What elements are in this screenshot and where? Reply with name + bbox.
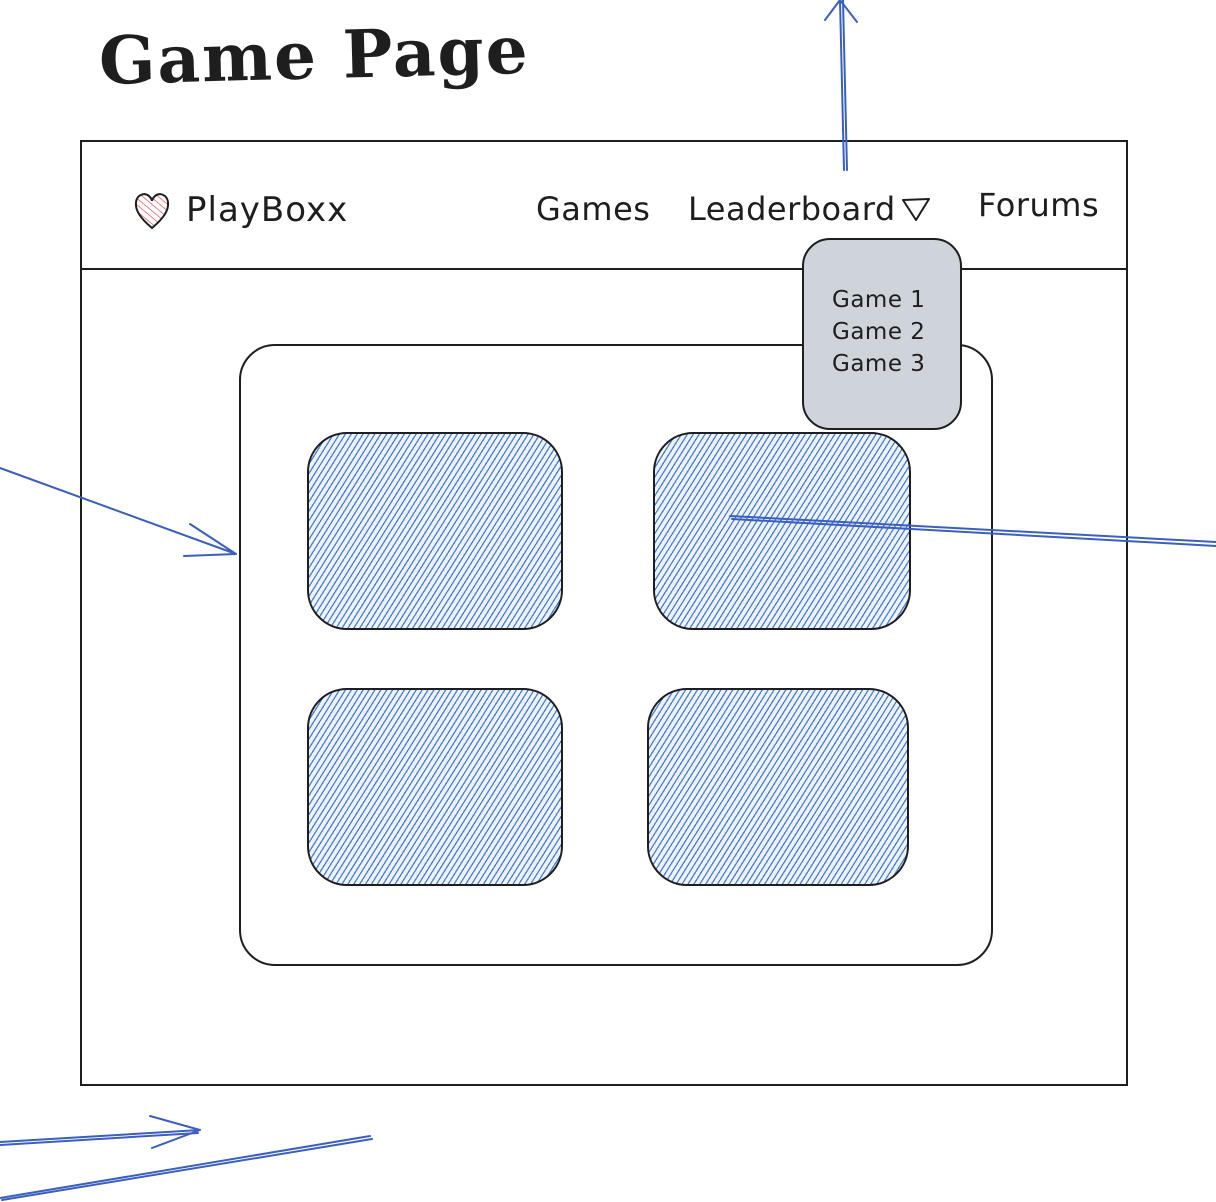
dropdown-triangle-icon[interactable] (900, 195, 932, 223)
dropdown-item-game-2[interactable]: Game 2 (832, 319, 926, 345)
nav-leaderboard[interactable]: Leaderboard (688, 190, 932, 228)
wireframe-window: PlayBoxx Games Leaderboard Forums Game 1… (80, 140, 1128, 1086)
heart-icon (134, 193, 170, 230)
bottom-arrow (0, 1115, 201, 1149)
brand-label: PlayBoxx (186, 190, 349, 230)
game-grid-panel (239, 344, 993, 966)
leaderboard-dropdown-menu: Game 1 Game 2 Game 3 (802, 238, 962, 430)
game-tile[interactable] (653, 432, 911, 630)
dropdown-item-game-1[interactable]: Game 1 (832, 287, 926, 313)
nav-forums[interactable]: Forums (978, 186, 1100, 224)
navbar: PlayBoxx Games Leaderboard Forums (82, 142, 1126, 270)
bottom-line (0, 1135, 373, 1201)
brand[interactable]: PlayBoxx (132, 188, 348, 232)
dropdown-item-game-3[interactable]: Game 3 (832, 351, 926, 377)
nav-games[interactable]: Games (536, 190, 651, 228)
game-tile[interactable] (307, 432, 563, 630)
game-tile[interactable] (647, 688, 909, 886)
page-title: Game Page (97, 10, 531, 100)
nav-leaderboard-label: Leaderboard (688, 190, 896, 228)
game-tile[interactable] (307, 688, 563, 886)
